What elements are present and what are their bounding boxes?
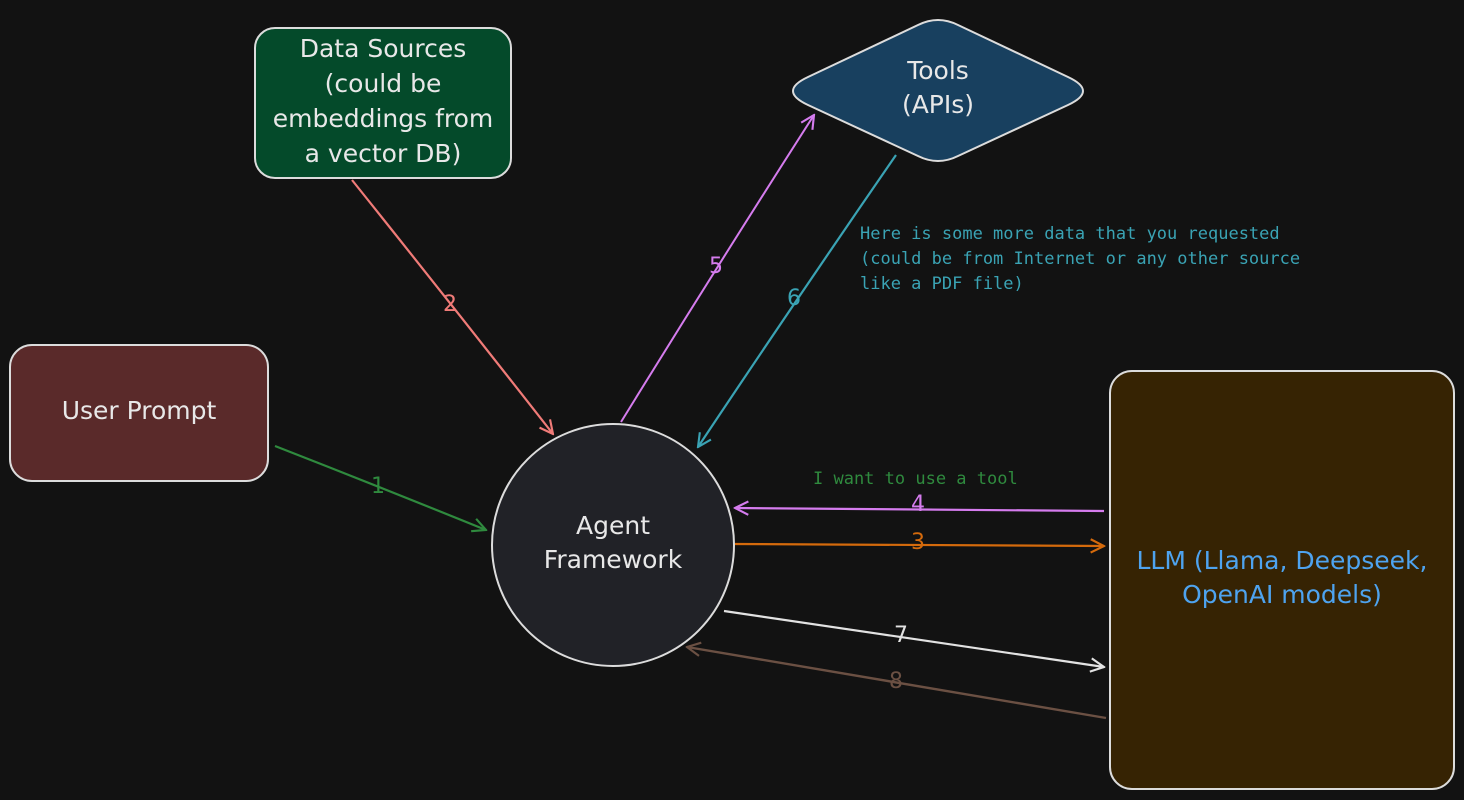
edge-3: 3 (734, 530, 1104, 555)
node-data-sources: Data Sources (could be embeddings from a… (254, 27, 512, 179)
edge-8-arrow (687, 647, 1107, 720)
edge-4-label: 4 (911, 492, 925, 517)
edge-5-arrow (620, 115, 814, 423)
llm-box (1109, 370, 1455, 790)
tools-line-2: (APIs) (902, 90, 974, 119)
annotation-tool-data-line-3: like a PDF file) (860, 274, 1024, 294)
edge-4-arrow (735, 508, 1105, 511)
edge-8: 8 (687, 647, 1107, 720)
agent-framework-circle (491, 423, 735, 667)
edge-6-arrow (698, 154, 897, 447)
data-sources-line-1: Data Sources (300, 34, 467, 63)
tools-line-1: Tools (906, 56, 969, 85)
node-agent-framework: Agent Framework (491, 423, 735, 667)
edge-1-label: 1 (371, 474, 385, 499)
edge-1-arrow (274, 444, 486, 530)
edge-1: 1 (274, 444, 486, 530)
edge-3-label: 3 (911, 530, 925, 555)
edge-2: 2 (351, 179, 553, 434)
edge-2-label: 2 (443, 292, 457, 317)
edge-5: 5 (620, 115, 814, 423)
tools-diamond (792, 19, 1084, 162)
edge-7-label: 7 (894, 623, 908, 648)
node-user-prompt: User Prompt (9, 344, 269, 482)
annotation-tool-data-line-2: (could be from Internet or any other sou… (860, 249, 1300, 269)
edge-2-arrow (351, 179, 553, 434)
data-sources-line-2: (could be (325, 69, 442, 98)
data-sources-box (254, 27, 512, 179)
edge-8-label: 8 (889, 669, 903, 694)
node-tools: Tools (APIs) (792, 19, 1084, 162)
annotation-tool-data: Here is some more data that you requeste… (860, 224, 1300, 294)
user-prompt-label: User Prompt (62, 396, 217, 425)
edge-5-label: 5 (709, 254, 723, 279)
edge-7: 7 (723, 609, 1104, 667)
user-prompt-box (9, 344, 269, 482)
annotation-want-tool-text: I want to use a tool (813, 469, 1018, 489)
annotation-want-tool: I want to use a tool (813, 469, 1018, 489)
agent-framework-line-1: Agent (576, 511, 650, 540)
data-sources-line-4: a vector DB) (305, 139, 462, 168)
edge-6-label: 6 (787, 286, 801, 311)
data-sources-line-3: embeddings from (273, 104, 494, 133)
edge-6: 6 (698, 154, 897, 447)
edge-7-arrow (723, 609, 1104, 667)
llm-line-2: OpenAI models) (1182, 580, 1382, 609)
node-llm: LLM (Llama, Deepseek, OpenAI models) (1109, 370, 1455, 790)
llm-line-1: LLM (Llama, Deepseek, (1137, 546, 1428, 575)
edge-3-arrow (734, 544, 1104, 546)
annotation-tool-data-line-1: Here is some more data that you requeste… (860, 224, 1280, 244)
edge-4: 4 (735, 492, 1105, 517)
agent-framework-line-2: Framework (544, 545, 683, 574)
